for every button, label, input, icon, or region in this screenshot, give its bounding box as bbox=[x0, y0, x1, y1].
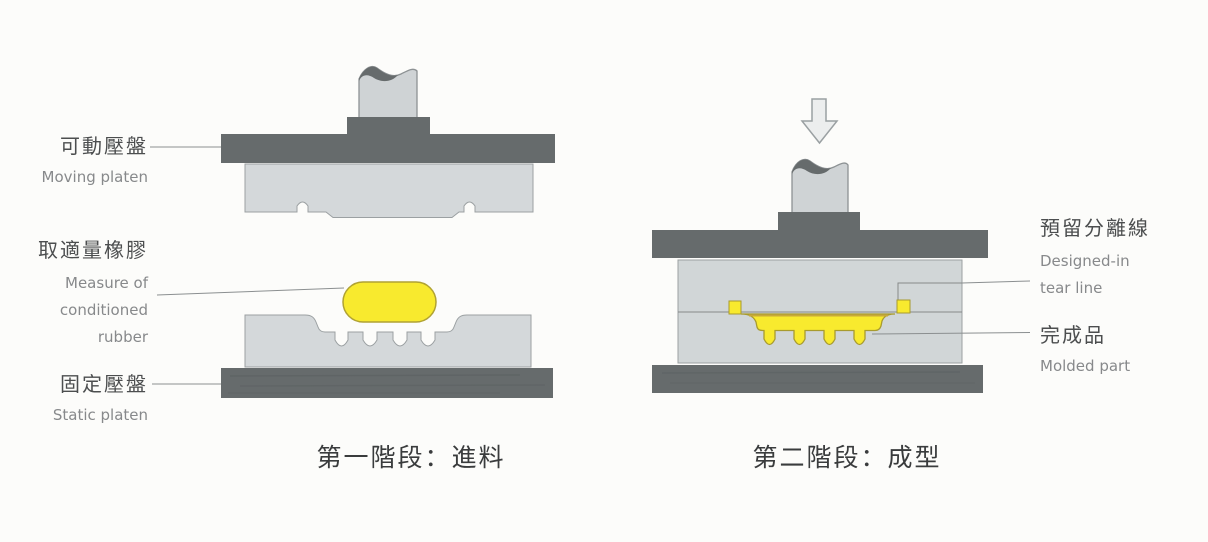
label-rubber-charge: 取適量橡膠 Measure of conditioned rubber bbox=[10, 238, 148, 351]
label-tear-line: 預留分離線 Designed-in tear line bbox=[1040, 216, 1200, 302]
press-arrow-icon bbox=[800, 98, 839, 145]
label-moving-platen-zh: 可動壓盤 bbox=[60, 134, 148, 158]
label-molded-part-zh: 完成品 bbox=[1040, 323, 1106, 347]
stage1-rubber-charge bbox=[342, 281, 437, 323]
stage2-ram-break-shade bbox=[792, 159, 831, 175]
label-rubber-charge-zh: 取適量橡膠 bbox=[38, 238, 148, 262]
stage2-tear-tab-right bbox=[896, 299, 911, 314]
stage2-tear-tab-left bbox=[728, 300, 742, 315]
label-moving-platen-en: Moving platen bbox=[41, 168, 148, 186]
label-moving-platen: 可動壓盤 Moving platen bbox=[10, 134, 148, 191]
stage1-lower-mold bbox=[244, 314, 532, 368]
label-tear-line-en-line1: Designed-in bbox=[1040, 252, 1130, 270]
label-static-platen-zh: 固定壓盤 bbox=[60, 372, 148, 396]
leader-line-tear-line bbox=[961, 280, 1031, 284]
label-rubber-charge-en-line3: rubber bbox=[97, 328, 148, 346]
stage2-moving-platen bbox=[652, 230, 988, 258]
stage1-ram-boss bbox=[347, 117, 430, 135]
platen-grain bbox=[239, 384, 546, 387]
stage1-caption: 第一階段：進料 bbox=[316, 443, 506, 472]
stage2-ram-boss bbox=[778, 212, 860, 231]
label-molded-part-en: Molded part bbox=[1040, 357, 1131, 375]
leader-line-rubber-charge bbox=[156, 287, 345, 296]
platen-grain bbox=[661, 371, 961, 374]
stage1-ram-break-shade bbox=[359, 66, 398, 82]
label-static-platen-en: Static platen bbox=[52, 406, 148, 424]
stage1-group bbox=[150, 65, 555, 398]
stage2-molded-part bbox=[740, 313, 896, 346]
label-tear-line-en: Designed-in tear line bbox=[1040, 248, 1200, 302]
label-tear-line-zh: 預留分離線 bbox=[1040, 216, 1150, 240]
stage1-upper-mold bbox=[244, 163, 534, 218]
stage1-moving-platen bbox=[221, 134, 555, 163]
stage2-static-platen bbox=[652, 365, 983, 393]
label-rubber-charge-en-line1: Measure of bbox=[65, 274, 148, 292]
platen-grain bbox=[229, 374, 521, 377]
label-tear-line-en-line2: tear line bbox=[1040, 279, 1103, 297]
stage2-group bbox=[652, 98, 1031, 393]
label-rubber-charge-en-line2: conditioned bbox=[59, 301, 148, 319]
label-molded-part: 完成品 Molded part bbox=[1040, 323, 1200, 380]
leader-line-molded-part bbox=[871, 332, 1031, 335]
label-static-platen: 固定壓盤 Static platen bbox=[10, 372, 148, 429]
stage2-caption: 第二階段：成型 bbox=[752, 443, 942, 472]
label-rubber-charge-en: Measure of conditioned rubber bbox=[10, 270, 148, 351]
